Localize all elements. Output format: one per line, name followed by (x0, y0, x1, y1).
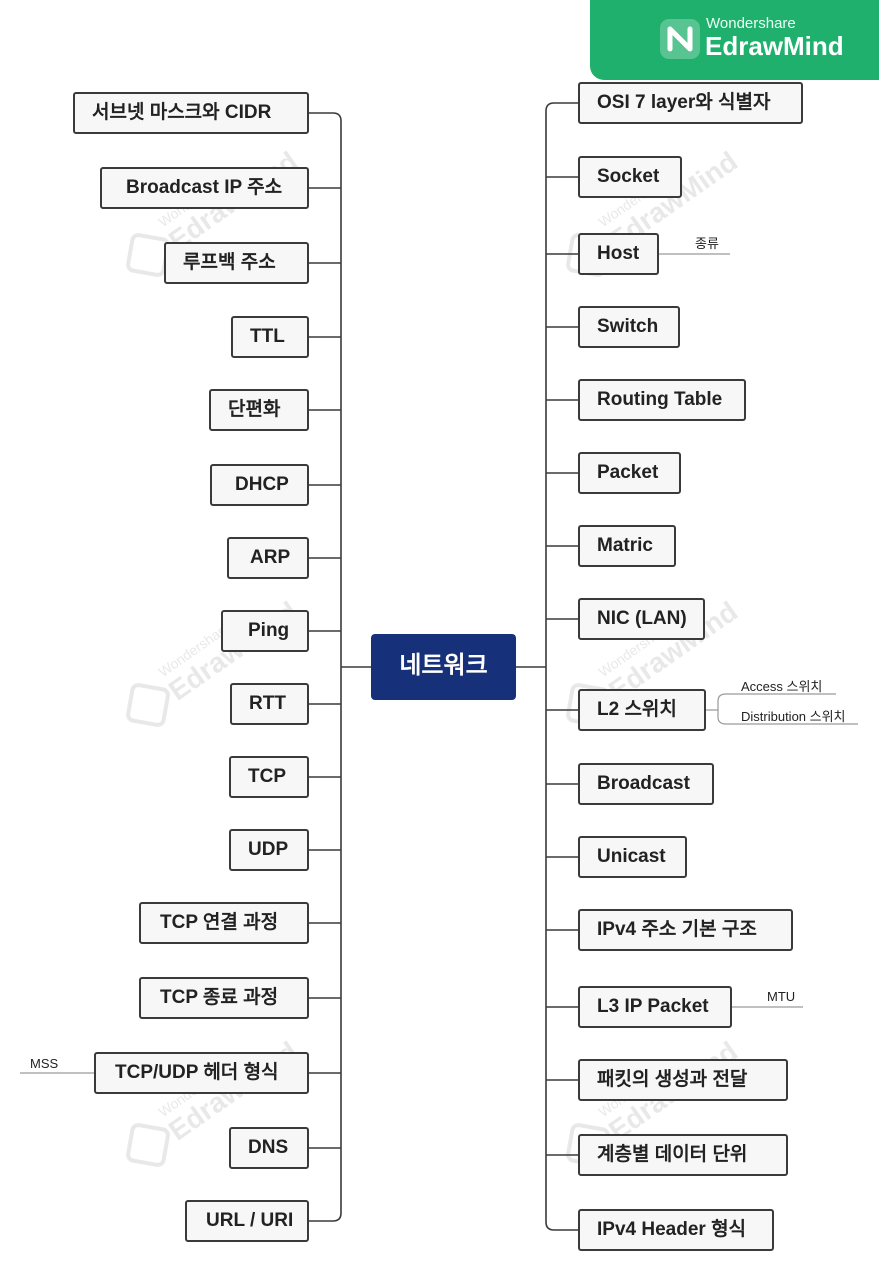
left-topic-dhcp[interactable]: DHCP (210, 464, 309, 506)
left-topic-tcp-udp-header[interactable]: TCP/UDP 헤더 형식 (94, 1052, 309, 1094)
left-topic-url-uri[interactable]: URL / URI (185, 1200, 309, 1242)
left-topic-subnet-mask[interactable]: 서브넷 마스크와 CIDR (73, 92, 309, 134)
right-topic-ipv4-header[interactable]: IPv4 Header 형식 (578, 1209, 774, 1251)
right-topic-routing-table[interactable]: Routing Table (578, 379, 746, 421)
subtopic-mss[interactable]: MSS (30, 1056, 59, 1071)
right-topic-data-units[interactable]: 계층별 데이터 단위 (578, 1134, 788, 1176)
right-topic-broadcast[interactable]: Broadcast (578, 763, 714, 805)
right-topic-l2-switch[interactable]: L2 스위치 (578, 689, 706, 731)
left-topic-dns[interactable]: DNS (229, 1127, 309, 1169)
root-topic[interactable]: 네트워크 (371, 634, 516, 700)
left-topic-rtt[interactable]: RTT (230, 683, 309, 725)
brand-badge: Wondershare EdrawMind (590, 0, 879, 80)
subtopic-host-types[interactable]: 종류 (695, 236, 719, 251)
left-topic-ping[interactable]: Ping (221, 610, 309, 652)
right-topic-osi-7-layer[interactable]: OSI 7 layer와 식별자 (578, 82, 803, 124)
left-topic-udp[interactable]: UDP (229, 829, 309, 871)
right-topic-socket[interactable]: Socket (578, 156, 682, 198)
left-topic-loopback[interactable]: 루프백 주소 (164, 242, 309, 284)
right-topic-packet[interactable]: Packet (578, 452, 681, 494)
subtopic-distribution-switch[interactable]: Distribution 스위치 (741, 709, 846, 724)
subtopic-access-switch[interactable]: Access 스위치 (741, 679, 823, 694)
right-topic-packet-creation[interactable]: 패킷의 생성과 전달 (578, 1059, 788, 1101)
right-topic-matric[interactable]: Matric (578, 525, 676, 567)
right-topic-l3-ip-packet[interactable]: L3 IP Packet (578, 986, 732, 1028)
left-topic-arp[interactable]: ARP (227, 537, 309, 579)
left-topic-tcp-close[interactable]: TCP 종료 과정 (139, 977, 309, 1019)
brand-product: EdrawMind (705, 31, 844, 61)
right-topic-switch[interactable]: Switch (578, 306, 680, 348)
left-topic-tcp[interactable]: TCP (229, 756, 309, 798)
edrawmind-logo-icon (660, 19, 700, 59)
left-topic-fragmentation[interactable]: 단편화 (209, 389, 309, 431)
right-topic-unicast[interactable]: Unicast (578, 836, 687, 878)
right-topic-ipv4-address[interactable]: IPv4 주소 기본 구조 (578, 909, 793, 951)
left-topic-tcp-connect[interactable]: TCP 연결 과정 (139, 902, 309, 944)
left-topic-ttl[interactable]: TTL (231, 316, 309, 358)
brand-company: Wondershare (706, 15, 796, 32)
subtopic-mtu[interactable]: MTU (767, 989, 796, 1004)
right-topic-host[interactable]: Host (578, 233, 659, 275)
left-topic-broadcast-ip[interactable]: Broadcast IP 주소 (100, 167, 309, 209)
right-topic-nic-lan[interactable]: NIC (LAN) (578, 598, 705, 640)
